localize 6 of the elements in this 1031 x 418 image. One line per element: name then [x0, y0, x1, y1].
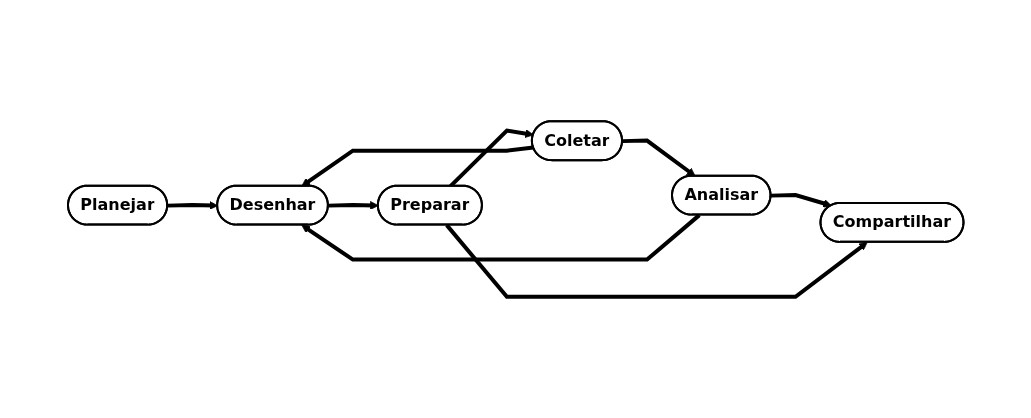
arrow: [770, 193, 832, 208]
arrow: [622, 138, 696, 177]
arrow: [444, 223, 868, 299]
arrow: [167, 201, 218, 210]
arrow: [301, 213, 701, 262]
arrow: [301, 145, 534, 187]
